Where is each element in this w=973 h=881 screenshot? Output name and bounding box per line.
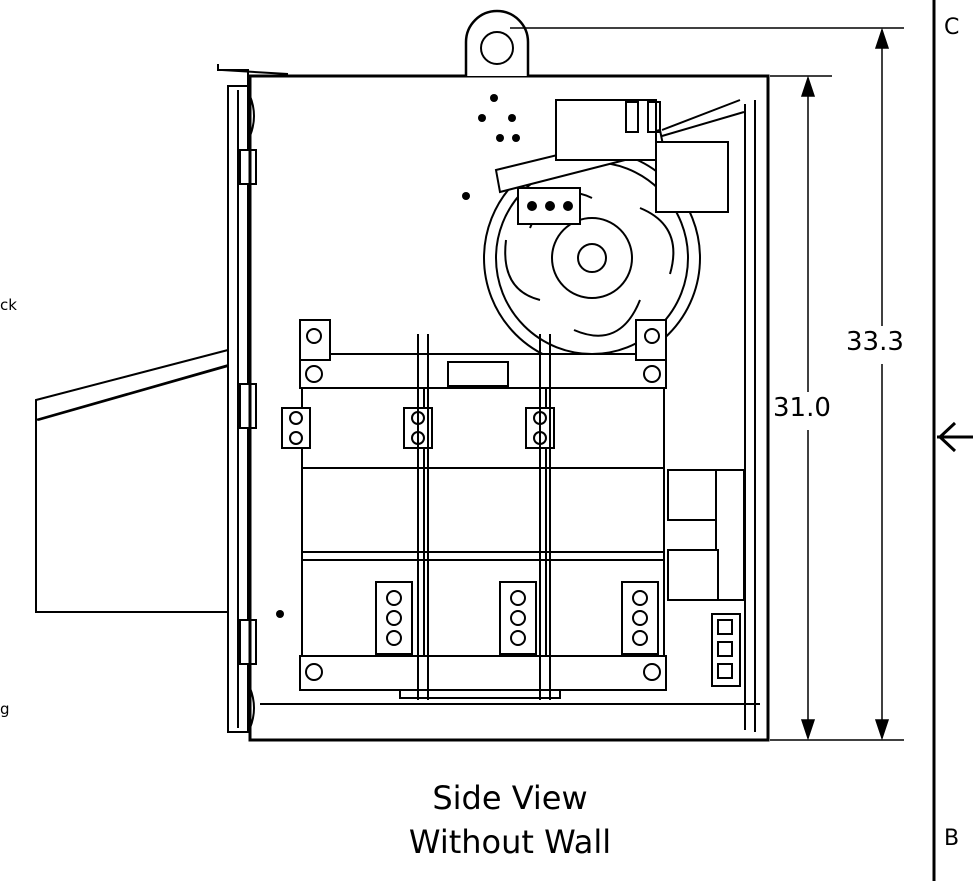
cut-off-label-upper: ck xyxy=(0,296,17,314)
cooling-fan xyxy=(483,149,701,367)
tie-rods xyxy=(417,334,551,700)
drawing-title: Side View Without Wall xyxy=(340,776,680,864)
zone-marker-bottom: B xyxy=(944,826,960,851)
transformer-lower-clamp xyxy=(299,655,667,699)
fan-bracket xyxy=(494,99,745,213)
lifting-eye xyxy=(464,9,530,76)
zone-marker-top: C xyxy=(944,15,960,40)
body-height-dimension: 31.0 xyxy=(773,393,831,423)
enclosure-hood xyxy=(35,348,234,613)
cut-off-label-lower: g xyxy=(0,700,10,718)
drawing-title-line-1: Side View xyxy=(432,779,588,817)
drawing-title-line-2: Without Wall xyxy=(408,823,612,861)
dimension-lines xyxy=(510,27,904,741)
transformer-coils xyxy=(301,387,665,657)
side-components xyxy=(667,469,745,687)
lower-terminal-blocks xyxy=(375,581,659,655)
mounting-holes xyxy=(276,94,520,618)
enclosure-door xyxy=(217,64,289,733)
section-arrow-icon xyxy=(937,421,973,453)
overall-height-dimension: 33.3 xyxy=(846,327,904,357)
